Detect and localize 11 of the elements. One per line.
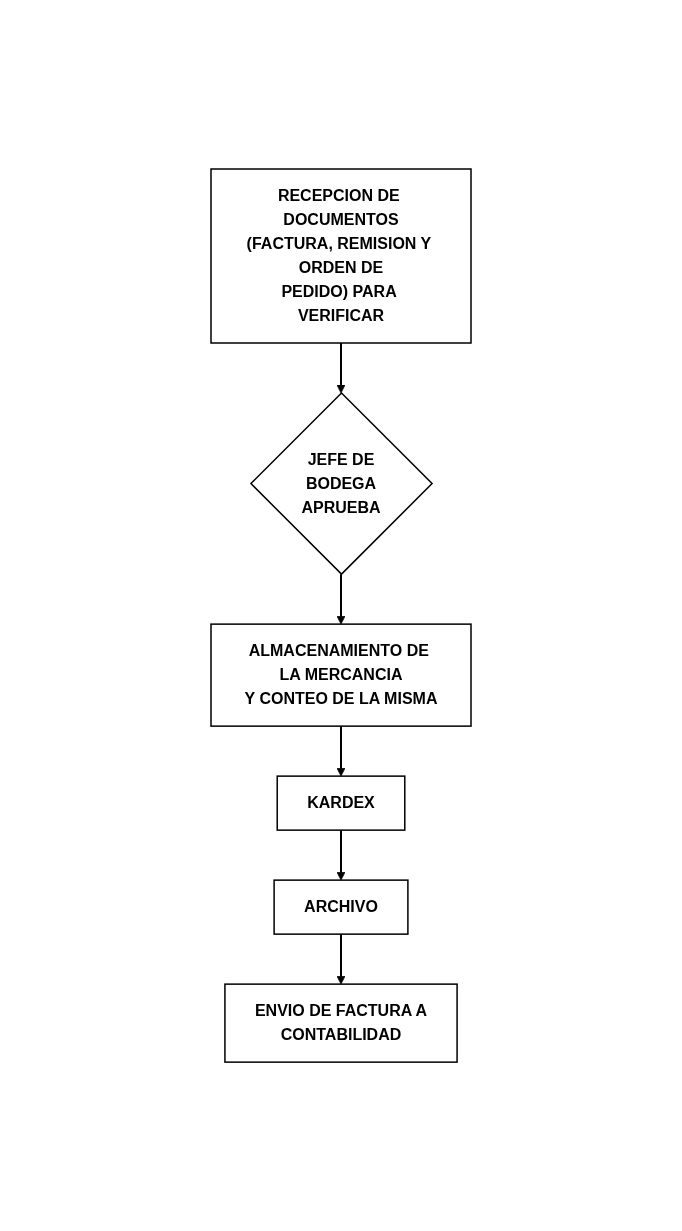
arrow: [336, 573, 346, 625]
arrow: [336, 725, 346, 777]
arrow: [336, 341, 346, 394]
node-box: ENVIO DE FACTURA A CONTABILIDAD: [224, 983, 458, 1063]
node-diamond: JEFE DE BODEGA APRUEBA: [249, 391, 434, 576]
node-box: KARDEX: [276, 775, 406, 831]
node-box: ALMACENAMIENTO DE LA MERCANCIA Y CONTEO DE LA MISMA: [210, 623, 472, 727]
node-box: RECEPCION DE DOCUMENTOS (FACTURA, REMISION Y ORDEN DE PEDIDO) PARA VERIFICAR: [210, 168, 472, 344]
node-box: ARCHIVO: [273, 879, 409, 935]
arrow: [336, 933, 346, 985]
arrow: [336, 829, 346, 881]
